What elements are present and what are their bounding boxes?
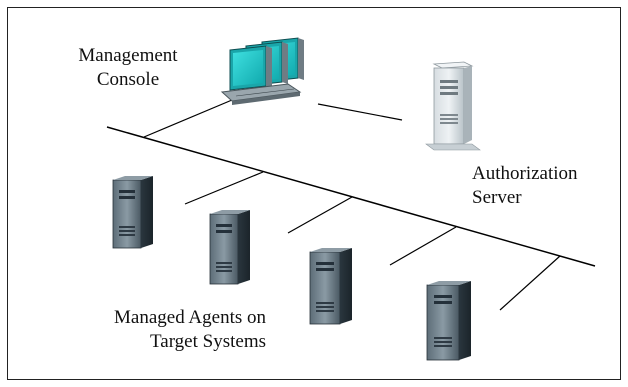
desktop-computer-icon (220, 37, 304, 105)
console-label-line2: Console (96, 69, 160, 90)
agents-label-line1: Managed Agents on (114, 307, 266, 328)
agent-link-4 (499, 255, 561, 311)
management-console-label: Management Console (58, 44, 198, 92)
server-tower-icon (426, 281, 471, 361)
auth-link (317, 103, 403, 121)
server-tower-icon (112, 176, 153, 249)
agent-link-3 (389, 226, 457, 266)
agent-link-2 (287, 196, 353, 234)
server-tower-icon (209, 210, 250, 285)
agents-label-line2: Target Systems (149, 331, 266, 352)
console-link (143, 99, 233, 138)
server-tower-icon (425, 61, 481, 151)
server-tower-icon (309, 248, 352, 325)
managed-agents-label: Managed Agents on Target Systems (46, 306, 266, 354)
auth-label-line1: Authorization (472, 163, 578, 184)
agent-link-1 (184, 171, 264, 205)
network-backbone (106, 126, 596, 267)
authorization-server-label: Authorization Server (472, 162, 578, 210)
auth-label-line2: Server (472, 187, 522, 208)
console-label-line1: Management (78, 45, 178, 66)
